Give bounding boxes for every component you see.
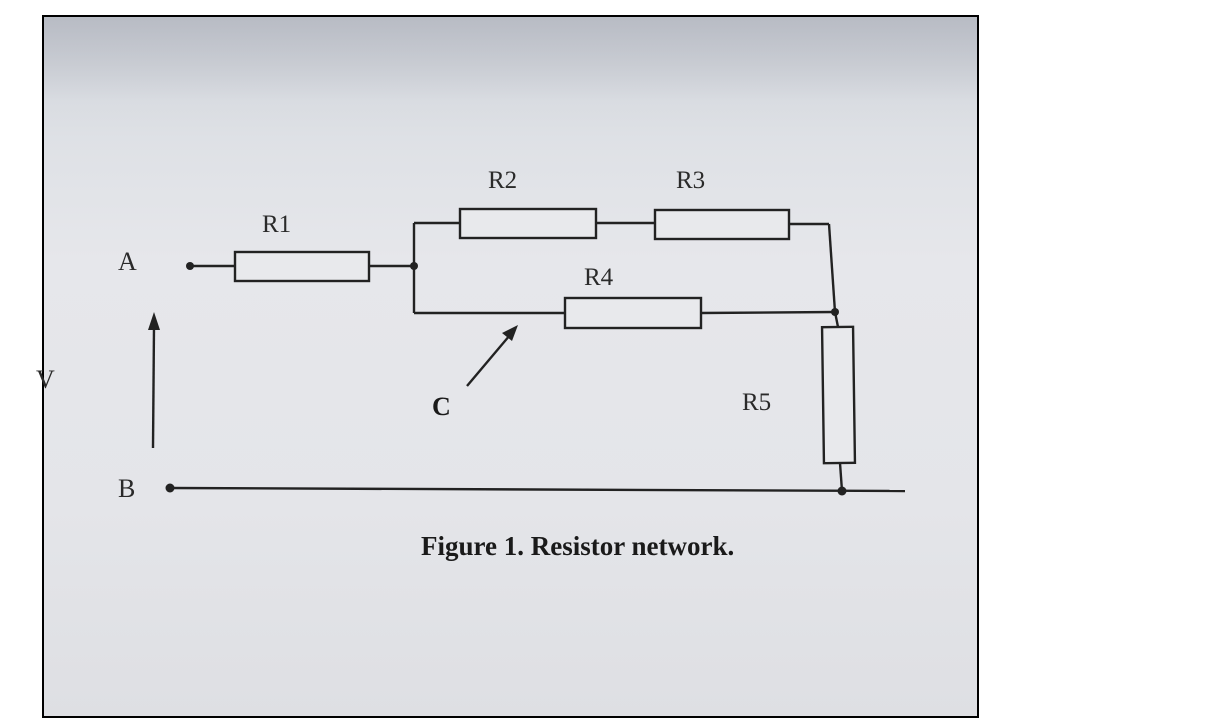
resistor-r5 <box>820 325 857 465</box>
terminal-a-dot <box>186 262 194 270</box>
wire-b-line <box>169 486 906 493</box>
junction-ground-dot <box>837 486 847 496</box>
resistor-r2 <box>458 207 598 240</box>
r5-label: R5 <box>742 389 771 416</box>
resistor-r1 <box>233 250 371 283</box>
c-pointer-shaft <box>466 334 511 387</box>
wire-right-vertical <box>827 223 837 313</box>
voltage-label: V <box>36 365 55 394</box>
terminal-b-dot <box>165 483 175 493</box>
r4-label: R4 <box>584 264 614 291</box>
wire-r5-to-ground <box>838 462 844 492</box>
resistor-r4 <box>563 296 703 330</box>
photo-shadow <box>44 17 977 137</box>
node-b-label: B <box>118 474 135 503</box>
wire-r4-out <box>700 310 836 315</box>
c-pointer-head <box>502 325 518 341</box>
junction-left-dot <box>410 262 418 270</box>
voltage-arrow-shaft <box>151 325 156 449</box>
r1-label: R1 <box>262 211 291 238</box>
junction-right-dot <box>831 308 839 316</box>
r3-label: R3 <box>676 167 705 194</box>
r2-label: R2 <box>488 167 517 194</box>
node-c-label: C <box>432 392 451 421</box>
voltage-arrow-head <box>148 312 160 330</box>
node-a-label: A <box>118 247 137 276</box>
figure-caption: Figure 1. Resistor network. <box>421 531 734 561</box>
resistor-r3 <box>653 208 791 241</box>
